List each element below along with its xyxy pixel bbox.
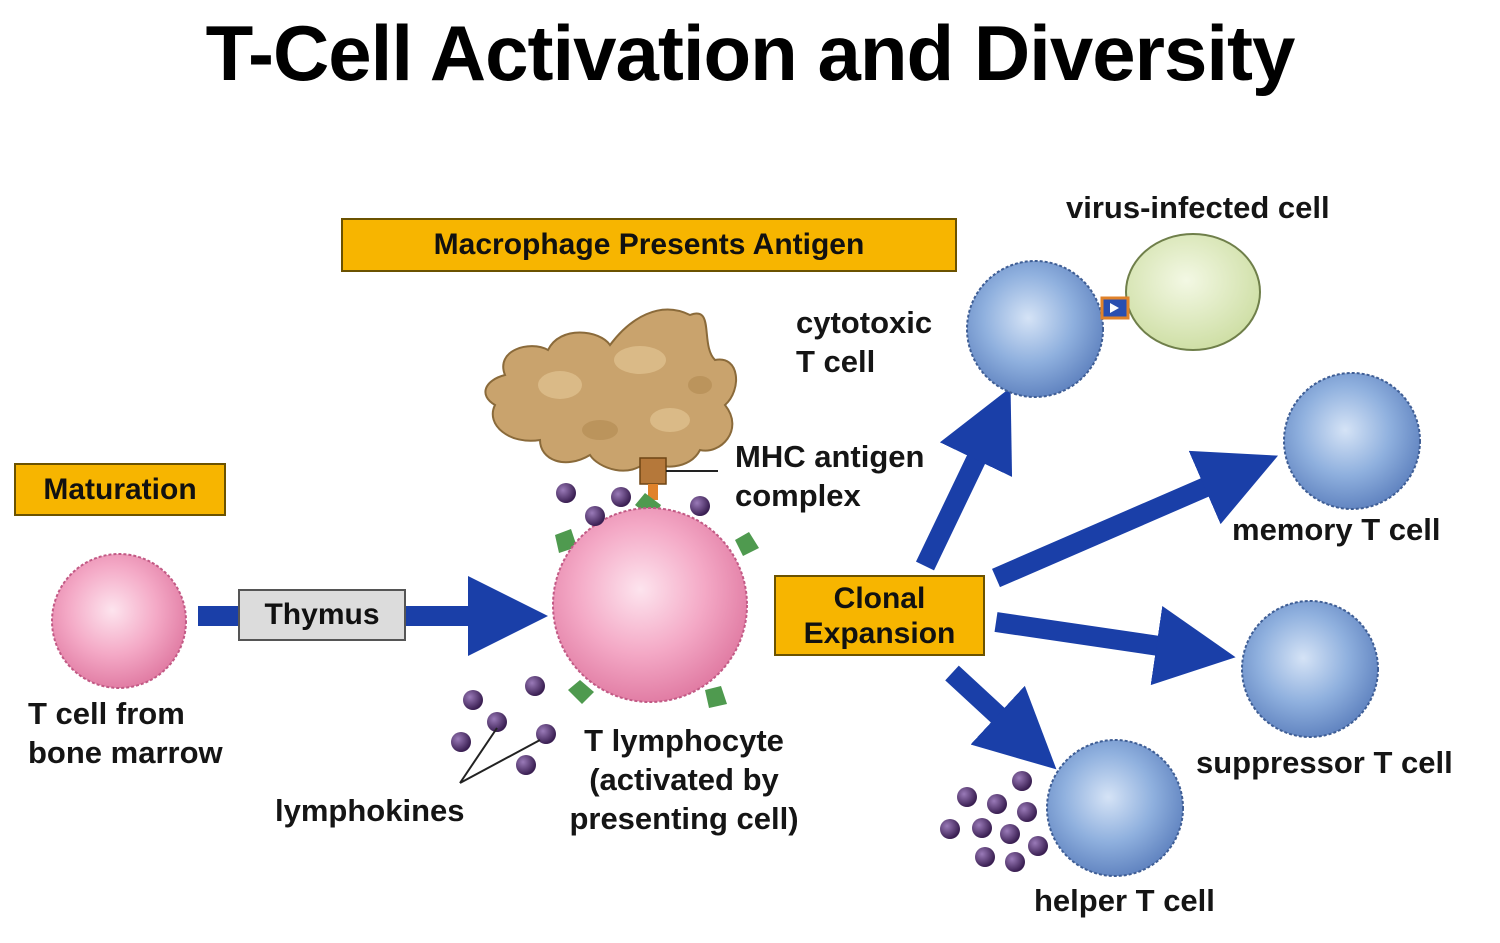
lymphokine-particles-top <box>556 483 710 526</box>
clonal-label-line1: Clonal <box>833 581 926 615</box>
macrophage-box: Macrophage Presents Antigen <box>341 218 957 272</box>
lymphokine-particles-bottom <box>451 676 556 784</box>
arrow-to-memory <box>992 450 1279 588</box>
clonal-expansion-box: Clonal Expansion <box>774 575 985 656</box>
arrow-bm-to-thymus <box>198 606 243 626</box>
arrow-to-cytotoxic <box>915 387 1013 571</box>
label-mhc-antigen-complex: MHC antigen complex <box>735 439 925 513</box>
arrow-to-helper <box>945 665 1057 770</box>
memory-t-cell <box>1283 372 1421 510</box>
virus-infected-cell <box>1100 233 1261 351</box>
cytotoxic-t-cell <box>966 260 1104 398</box>
label-cytotoxic-t-cell: cytotoxic T cell <box>796 305 933 379</box>
helper-lymphokine-cluster <box>940 771 1048 872</box>
helper-t-cell <box>1046 739 1184 877</box>
thymus-label: Thymus <box>264 598 380 631</box>
maturation-label: Maturation <box>43 472 197 506</box>
label-memory-t-cell: memory T cell <box>1232 512 1441 547</box>
macrophage-label: Macrophage Presents Antigen <box>433 228 865 261</box>
clonal-label-line2: Expansion <box>803 616 956 650</box>
t-lymphocyte-activated <box>552 493 759 708</box>
label-t-lymphocyte: T lymphocyte (activated by presenting ce… <box>569 723 799 836</box>
label-helper-t-cell: helper T cell <box>1034 883 1215 918</box>
thymus-box: Thymus <box>238 589 406 641</box>
label-lymphokines: lymphokines <box>275 793 465 828</box>
arrow-to-suppressor <box>994 606 1236 686</box>
t-cell-bone-marrow <box>51 553 187 689</box>
suppressor-t-cell <box>1241 600 1379 738</box>
label-virus-infected-cell: virus-infected cell <box>1066 190 1330 225</box>
maturation-box: Maturation <box>14 463 226 516</box>
label-t-cell-bone-marrow: T cell from bone marrow <box>28 696 223 770</box>
mhc-antigen-complex <box>639 457 718 500</box>
macrophage-cell <box>484 308 738 472</box>
label-suppressor-t-cell: suppressor T cell <box>1196 745 1453 780</box>
diagram-title: T-Cell Activation and Diversity <box>205 9 1296 97</box>
